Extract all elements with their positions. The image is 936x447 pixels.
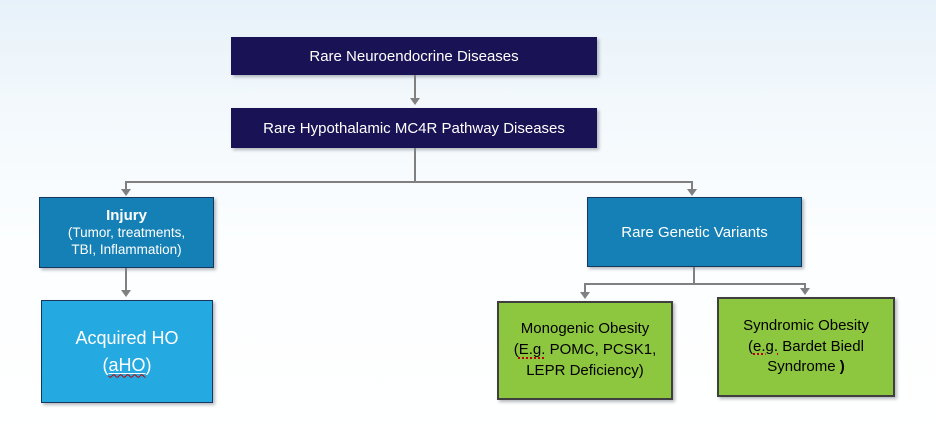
node-title: Injury	[106, 206, 147, 224]
node-line: (E.g. POMC, PCSK1,	[514, 340, 657, 361]
paren-close: )	[145, 354, 152, 375]
node-title: Syndromic Obesity	[743, 316, 869, 334]
connector-genetic-stem	[693, 267, 695, 285]
node-rare-neuroendocrine-diseases: Rare Neuroendocrine Diseases	[231, 37, 597, 75]
connector-genetic-branch	[584, 283, 806, 285]
paren-close: )	[839, 358, 845, 376]
node-line: Syndrome )	[767, 357, 845, 378]
node-label: Rare Hypothalamic MC4R Pathway Diseases	[263, 119, 565, 137]
spellcheck-squiggle: e.g.	[753, 337, 779, 355]
connector-mc4r-stem	[414, 148, 416, 183]
connector-branch-left-stub	[125, 181, 127, 190]
arrow-down-icon	[687, 189, 697, 196]
line-text: Syndrome	[767, 358, 840, 376]
node-syndromic-obesity: Syndromic Obesity (e.g. Bardet Biedl Syn…	[717, 297, 895, 397]
node-rare-genetic-variants: Rare Genetic Variants	[587, 197, 802, 267]
line-rest: POMC, PCSK1,	[545, 341, 657, 359]
paren-open: (	[748, 337, 754, 355]
node-injury: Injury (Tumor, treatments, TBI, Inflamma…	[39, 197, 214, 268]
spellcheck-squiggle: E.g.	[518, 341, 546, 359]
connector-root-to-mc4r-line	[414, 75, 416, 99]
connector-genetic-left-stub	[584, 283, 586, 292]
connector-mc4r-branch	[125, 181, 693, 183]
paren-open: (	[102, 354, 109, 375]
arrow-down-icon	[121, 290, 131, 297]
node-title: Acquired HO	[75, 327, 179, 348]
node-title: Monogenic Obesity	[520, 320, 650, 338]
node-line: (e.g. Bardet Biedl	[748, 337, 864, 358]
connector-genetic-right-stub	[804, 283, 806, 289]
line-rest: Bardet Biedl	[778, 337, 864, 355]
node-label: Rare Neuroendocrine Diseases	[309, 47, 519, 65]
paren-open: (	[513, 341, 519, 359]
abbr-text: aHO	[108, 354, 146, 375]
spellcheck-squiggle: aHO	[108, 355, 145, 375]
connector-injury-to-aho	[125, 268, 127, 291]
arrow-down-icon	[121, 189, 131, 196]
node-abbreviation: (aHO)	[102, 352, 151, 379]
node-subtitle-line: (Tumor, treatments,	[67, 225, 186, 241]
node-label: Rare Genetic Variants	[621, 223, 768, 241]
node-acquired-ho: Acquired HO (aHO)	[41, 300, 213, 403]
arrow-down-icon	[580, 292, 590, 299]
node-rare-hypothalamic-mc4r-pathway-diseases: Rare Hypothalamic MC4R Pathway Diseases	[231, 108, 597, 148]
arrow-down-icon	[800, 288, 810, 295]
node-monogenic-obesity: Monogenic Obesity (E.g. POMC, PCSK1, LEP…	[497, 301, 673, 400]
node-line: LEPR Deficiency)	[526, 361, 644, 379]
arrow-down-icon	[410, 98, 420, 105]
node-subtitle-line: TBI, Inflammation)	[71, 241, 182, 257]
connector-branch-right-stub	[691, 181, 693, 190]
